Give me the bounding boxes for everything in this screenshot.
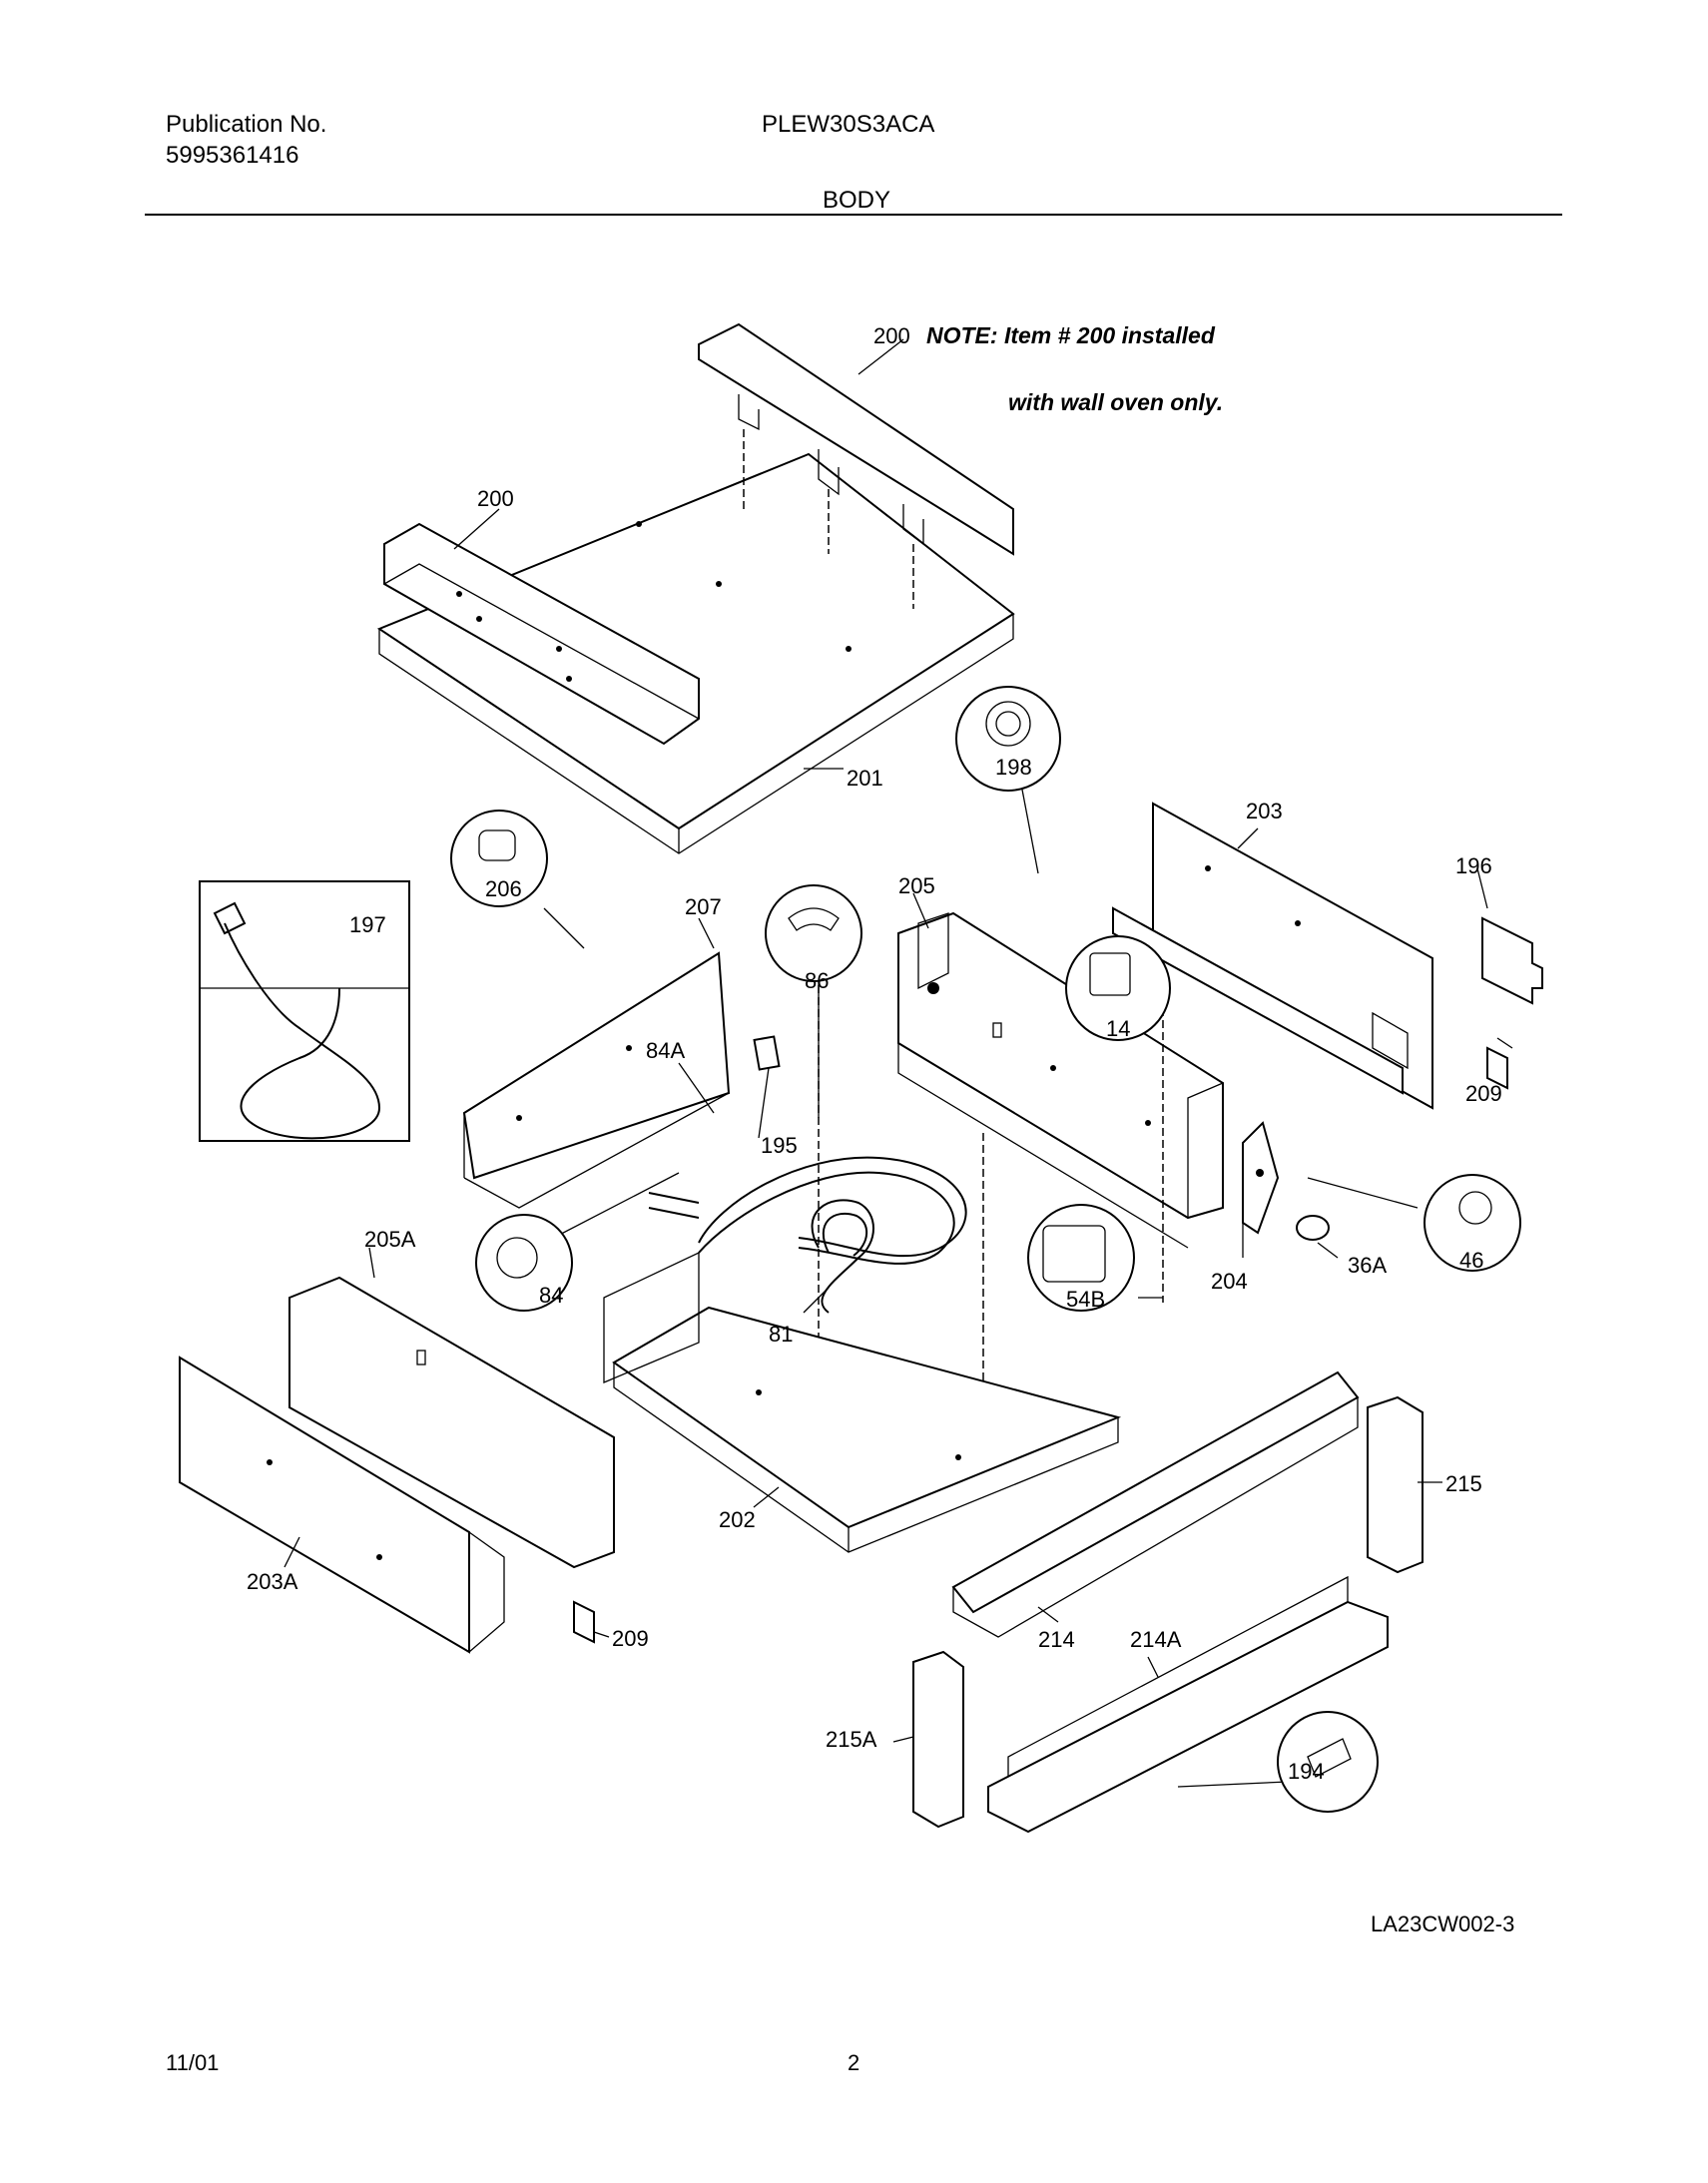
knob-36A [1296,1215,1330,1241]
bake-element-81 [648,1156,967,1314]
publication-label: Publication No. [166,111,327,138]
note-line-2: with wall oven only. [1008,389,1223,415]
bracket-209-right [1486,1037,1513,1090]
model-number: PLEW30S3ACA [762,111,935,138]
callout-215A: 215A [826,1727,877,1752]
detail-circle-84 [475,1214,573,1312]
left-panel-207 [462,951,731,1209]
bracket-195 [753,1035,781,1071]
footer-page: 2 [848,2050,859,2075]
callout-197: 197 [349,912,386,937]
bottom-panel-202 [603,1251,1122,1553]
callout-labels: 200 NOTE: Item # 200 installed with wall… [247,322,1502,1784]
section-title: BODY [823,187,891,214]
callout-205A: 205A [364,1227,416,1252]
publication-number: 5995361416 [166,142,299,169]
footer-date: 11/01 [166,2050,219,2075]
callout-201: 201 [847,766,883,791]
callout-194: 194 [1288,1759,1325,1784]
callout-214A: 214A [1130,1627,1182,1652]
callout-204: 204 [1211,1269,1248,1294]
detail-circle-206 [450,810,548,907]
callout-207: 207 [685,894,722,919]
callout-46: 46 [1459,1248,1483,1273]
top-panel-201 [376,452,1015,854]
callout-203A: 203A [247,1569,298,1594]
rear-strip-200 [698,322,1014,609]
callout-200-left: 200 [477,486,514,511]
detail-circle-54B [1027,1204,1135,1312]
callout-209-right: 209 [1465,1081,1502,1106]
callout-215: 215 [1445,1471,1482,1496]
callout-84A: 84A [646,1038,685,1063]
trim-214 [951,1370,1360,1638]
detail-circle-46 [1423,1174,1521,1272]
callout-36A: 36A [1348,1253,1387,1278]
channel-205 [897,911,1224,1249]
callout-54B: 54B [1066,1287,1105,1312]
detail-circle-14 [1065,935,1171,1041]
callout-205: 205 [898,873,935,898]
note-line-1: NOTE: Item # 200 installed [926,322,1216,348]
bracket-215A [912,1650,964,1829]
front-strip-200 [383,522,700,746]
bracket-196 [1481,916,1543,1005]
detail-circle-198 [955,686,1061,792]
callout-209-left: 209 [612,1626,649,1651]
power-cord-inset-197 [199,880,410,1142]
bracket-215 [1367,1395,1423,1574]
callout-206: 206 [485,876,522,901]
diagram-id: LA23CW002-3 [1371,1911,1514,1936]
callout-198: 198 [995,755,1032,780]
callout-214: 214 [1038,1627,1075,1652]
bracket-209-left [573,1600,595,1644]
callout-14: 14 [1106,1016,1130,1041]
callout-86: 86 [805,968,829,993]
detail-circle-86 [765,884,862,982]
callout-196: 196 [1455,853,1492,878]
trim-214A [987,1575,1389,1834]
panel-205A [288,1276,615,1569]
switch-plate-204 [1242,1121,1280,1235]
callout-200-top: 200 [873,323,910,348]
detail-circle-194 [1277,1711,1379,1813]
callout-84: 84 [539,1283,563,1308]
callout-195: 195 [761,1133,798,1158]
callout-81: 81 [769,1322,793,1347]
callout-203: 203 [1246,799,1283,823]
panel-203A [179,1356,505,1654]
callout-202: 202 [719,1507,756,1532]
header-rule [145,214,1562,216]
right-panel-203 [1112,802,1433,1110]
